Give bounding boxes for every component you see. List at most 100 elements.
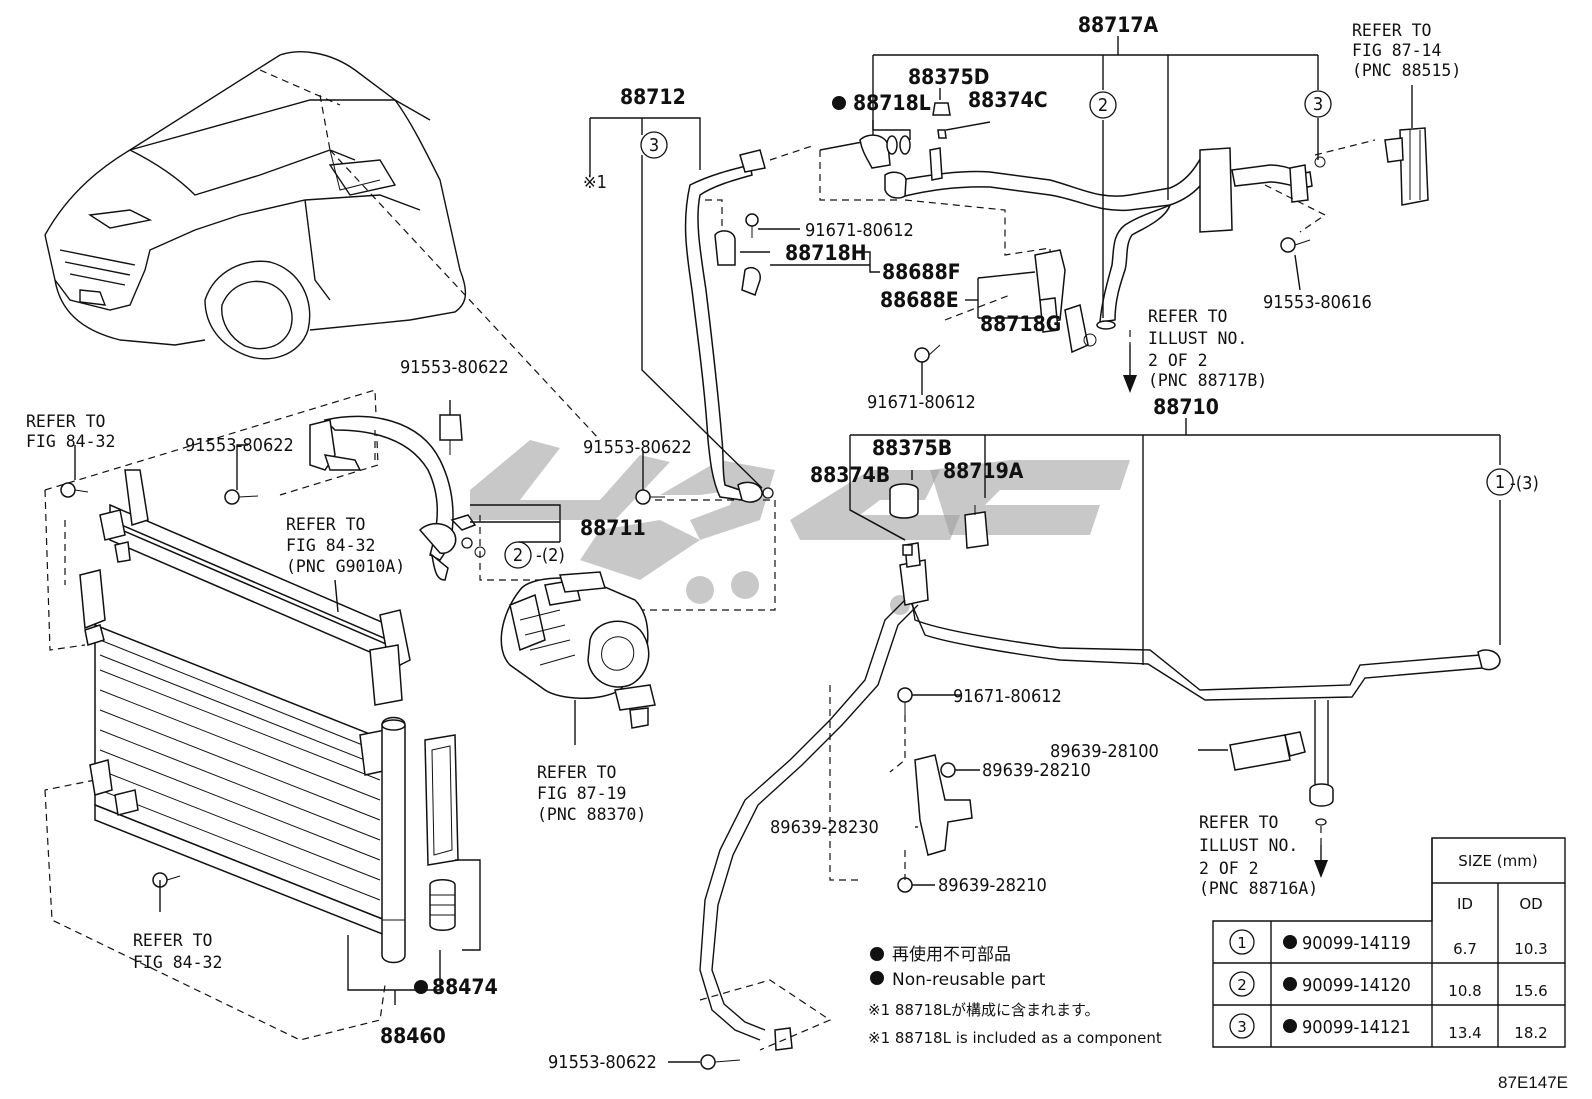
size-row-key: 3 [1237, 1018, 1247, 1036]
callout-91671-80612-c: 91671-80612 [953, 686, 1062, 707]
svg-text:REFER TO: REFER TO [26, 412, 105, 431]
size-row-part: 90099-14119 [1302, 933, 1411, 954]
callout-89639-28230: 89639-28230 [770, 817, 879, 838]
svg-text:FIG 84-32: FIG 84-32 [26, 432, 115, 451]
svg-text:REFER TO: REFER TO [1352, 21, 1431, 40]
callout-88719A: 88719A [943, 459, 1024, 483]
non-reusable-dot [870, 971, 884, 985]
non-reusable-dot [414, 980, 428, 994]
callout-89639-28210-a: 89639-28210 [982, 760, 1091, 781]
compressor-88370 [479, 499, 776, 745]
callout-88375B: 88375B [872, 436, 952, 460]
callout-88718L: 88718L [853, 91, 931, 115]
non-reusable-dot [1283, 1019, 1297, 1033]
size-table-row: 2 90099-14120 10.8 15.6 [1229, 971, 1548, 1000]
callout-88374B: 88374B [810, 463, 890, 487]
size-row-od: 10.3 [1514, 940, 1547, 958]
non-reusable-dot [832, 96, 846, 110]
pipe-88710 [668, 418, 1501, 1070]
svg-text:2 OF 2: 2 OF 2 [1148, 351, 1208, 370]
svg-text:(PNC 88370): (PNC 88370) [537, 805, 646, 824]
ref-fig-84-32-bottom: REFER TO FIG 84-32 [133, 931, 222, 972]
ref-illust-88716A: REFER TO ILLUST NO. 2 OF 2 (PNC 88716A) [1199, 813, 1318, 898]
callout-88717A: 88717A [1078, 13, 1159, 37]
svg-text:2 OF 2: 2 OF 2 [1199, 859, 1259, 878]
svg-text:(PNC 88515): (PNC 88515) [1352, 61, 1461, 80]
discharge-hose-88711 [309, 400, 561, 581]
size-table: SIZE (mm) ID OD 1 90099-14119 6.7 10.3 2… [1212, 837, 1566, 1048]
callout-91553-80622-b: 91553-80622 [185, 435, 294, 456]
callout-88711: 88711 [580, 516, 646, 540]
size-row-id: 10.8 [1448, 982, 1481, 1000]
circle-key-2: 2 [513, 545, 523, 566]
svg-text:ILLUST NO.: ILLUST NO. [1148, 329, 1247, 348]
size-row-id: 6.7 [1453, 940, 1477, 958]
ref-fig-84-32-left: REFER TO FIG 84-32 [26, 412, 115, 451]
refer-to-notes: REFER TO FIG 87-14 (PNC 88515) REFER TO … [26, 21, 1461, 972]
size-table-col-od: OD [1519, 895, 1542, 913]
circle-keys: 3 2 3 1 2 [474, 90, 1514, 569]
svg-text:REFER TO: REFER TO [1199, 813, 1278, 832]
svg-text:REFER TO: REFER TO [537, 763, 616, 782]
size-table-header: SIZE (mm) [1458, 852, 1537, 870]
size-row-key: 2 [1237, 976, 1247, 994]
size-row-id: 13.4 [1448, 1024, 1481, 1042]
pipe-88717A [819, 36, 1429, 395]
size-row-part: 90099-14121 [1302, 1017, 1411, 1038]
size-row-od: 15.6 [1514, 982, 1547, 1000]
callout-91671-80612-a: 91671-80612 [805, 220, 914, 241]
svg-text:(PNC G9010A): (PNC G9010A) [286, 557, 405, 576]
condenser-88460 [44, 389, 481, 1041]
size-row-key: 1 [1237, 934, 1247, 952]
size-row-od: 18.2 [1514, 1024, 1547, 1042]
circle-key-2: 2 [1098, 95, 1108, 116]
svg-text:FIG 84-32: FIG 84-32 [286, 536, 375, 555]
suffix-2: -(2) [536, 545, 565, 566]
callout-89639-28100: 89639-28100 [1050, 741, 1159, 762]
ref-fig-87-19: REFER TO FIG 87-19 (PNC 88370) [537, 763, 646, 824]
size-table-row: 3 90099-14121 13.4 18.2 [1229, 1013, 1548, 1042]
svg-text:REFER TO: REFER TO [286, 515, 365, 534]
callout-88375D: 88375D [908, 65, 989, 89]
callout-88688F: 88688F [882, 260, 961, 284]
callout-88374C: 88374C [968, 88, 1048, 112]
callouts: 88717A 88375D 88718L 88374C 88712 ※1 916… [185, 13, 1539, 1073]
svg-text:ILLUST NO.: ILLUST NO. [1199, 836, 1298, 855]
callout-88460: 88460 [380, 1024, 446, 1048]
callout-88718H: 88718H [785, 241, 867, 265]
callout-88718G: 88718G [980, 312, 1061, 336]
callout-88688E: 88688E [880, 288, 959, 312]
svg-text:FIG 84-32: FIG 84-32 [133, 953, 222, 972]
note-nonreusable-en: Non-reusable part [892, 970, 1046, 990]
note-asterisk-en: ※1 88718L is included as a component [868, 1029, 1162, 1047]
asterisk-note-marker: ※1 [583, 172, 607, 193]
non-reusable-dot [870, 947, 884, 961]
callout-88710: 88710 [1153, 395, 1219, 419]
circle-key-1: 1 [1495, 472, 1505, 493]
callout-91553-80622-a: 91553-80622 [400, 357, 509, 378]
callout-91553-80622-d: 91553-80622 [548, 1052, 657, 1073]
diagram-code: 87E147E [1498, 1073, 1568, 1092]
callout-88474: 88474 [432, 975, 498, 999]
svg-text:FIG 87-19: FIG 87-19 [537, 784, 626, 803]
svg-text:(PNC 88717B): (PNC 88717B) [1148, 371, 1267, 390]
ref-fig-84-32-g9010a: REFER TO FIG 84-32 (PNC G9010A) [286, 515, 405, 576]
callout-89639-28210-b: 89639-28210 [938, 875, 1047, 896]
svg-text:(PNC 88716A): (PNC 88716A) [1199, 879, 1318, 898]
svg-text:REFER TO: REFER TO [1148, 307, 1227, 326]
legend-notes: 再使用不可部品 Non-reusable part ※1 88718Lが構成に含… [868, 944, 1162, 1047]
size-row-part: 90099-14120 [1302, 975, 1411, 996]
ref-fig-87-14: REFER TO FIG 87-14 (PNC 88515) [1352, 21, 1461, 80]
ref-illust-88717B: REFER TO ILLUST NO. 2 OF 2 (PNC 88717B) [1148, 307, 1267, 390]
callout-91671-80612-b: 91671-80612 [867, 392, 976, 413]
callout-91553-80622-c: 91553-80622 [583, 437, 692, 458]
non-reusable-dot [1283, 977, 1297, 991]
circle-key-3: 3 [1313, 94, 1323, 115]
note-asterisk-jp: ※1 88718Lが構成に含まれます。 [868, 1001, 1099, 1019]
svg-text:REFER TO: REFER TO [133, 931, 212, 950]
callout-88712: 88712 [620, 85, 686, 109]
circle-key-3: 3 [649, 135, 659, 156]
svg-text:FIG 87-14: FIG 87-14 [1352, 41, 1441, 60]
suffix-3: -(3) [1510, 473, 1539, 494]
